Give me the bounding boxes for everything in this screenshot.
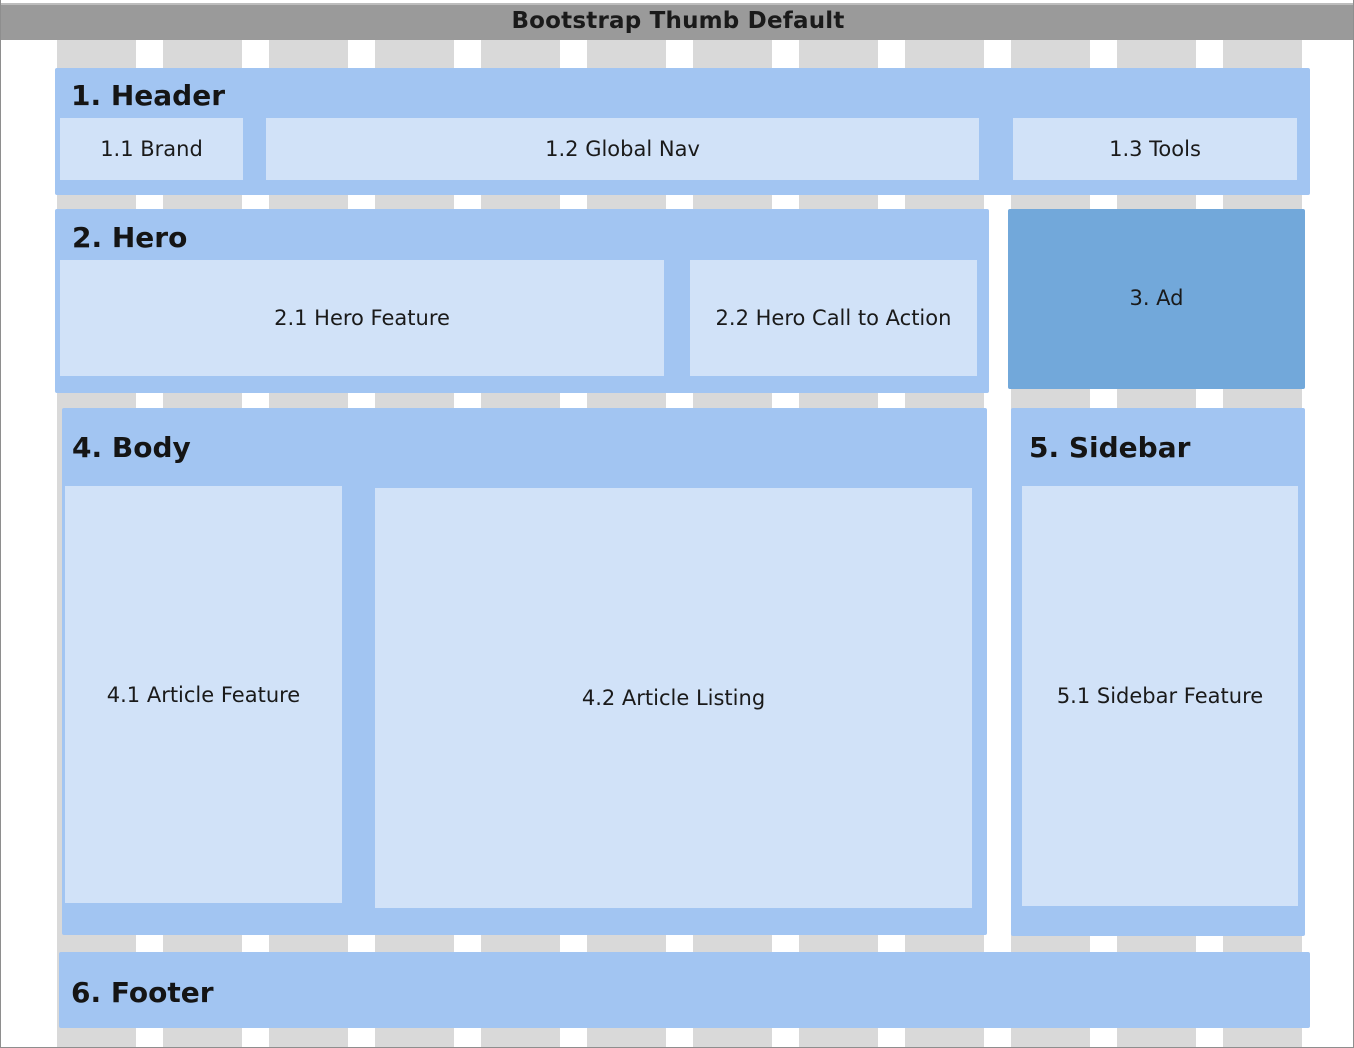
body-label: 4. Body <box>72 431 191 464</box>
article-feature-box: 4.1 Article Feature <box>65 486 342 903</box>
footer-label: 6. Footer <box>71 976 214 1009</box>
hero-cta-box: 2.2 Hero Call to Action <box>690 260 977 376</box>
footer-region: 6. Footer <box>59 952 1310 1028</box>
brand-label: 1.1 Brand <box>100 137 203 161</box>
body-region: 4. Body 4.1 Article Feature 4.2 Article … <box>62 408 987 935</box>
ad-label: 3. Ad <box>1129 286 1184 310</box>
article-listing-label: 4.2 Article Listing <box>581 686 766 710</box>
global-nav-box: 1.2 Global Nav <box>266 118 979 180</box>
sidebar-feature-label: 5.1 Sidebar Feature <box>1056 684 1264 708</box>
tools-box: 1.3 Tools <box>1013 118 1297 180</box>
header-label: 1. Header <box>71 79 226 112</box>
tools-label: 1.3 Tools <box>1109 137 1201 161</box>
article-feature-label: 4.1 Article Feature <box>106 682 301 707</box>
header-region: 1. Header 1.1 Brand 1.2 Global Nav 1.3 T… <box>55 68 1310 195</box>
hero-feature-box: 2.1 Hero Feature <box>60 260 664 376</box>
title-bar: Bootstrap Thumb Default <box>1 3 1353 40</box>
ad-region: 3. Ad <box>1008 209 1305 389</box>
hero-region: 2. Hero 2.1 Hero Feature 2.2 Hero Call t… <box>55 209 989 393</box>
sidebar-feature-box: 5.1 Sidebar Feature <box>1022 486 1298 906</box>
global-nav-label: 1.2 Global Nav <box>545 137 700 161</box>
article-listing-box: 4.2 Article Listing <box>375 488 972 908</box>
brand-box: 1.1 Brand <box>60 118 243 180</box>
hero-feature-label: 2.1 Hero Feature <box>274 306 450 330</box>
sidebar-region: 5. Sidebar 5.1 Sidebar Feature <box>1011 408 1305 936</box>
sidebar-label: 5. Sidebar <box>1029 431 1191 464</box>
hero-cta-label: 2.2 Hero Call to Action <box>715 306 952 330</box>
hero-label: 2. Hero <box>72 221 188 254</box>
